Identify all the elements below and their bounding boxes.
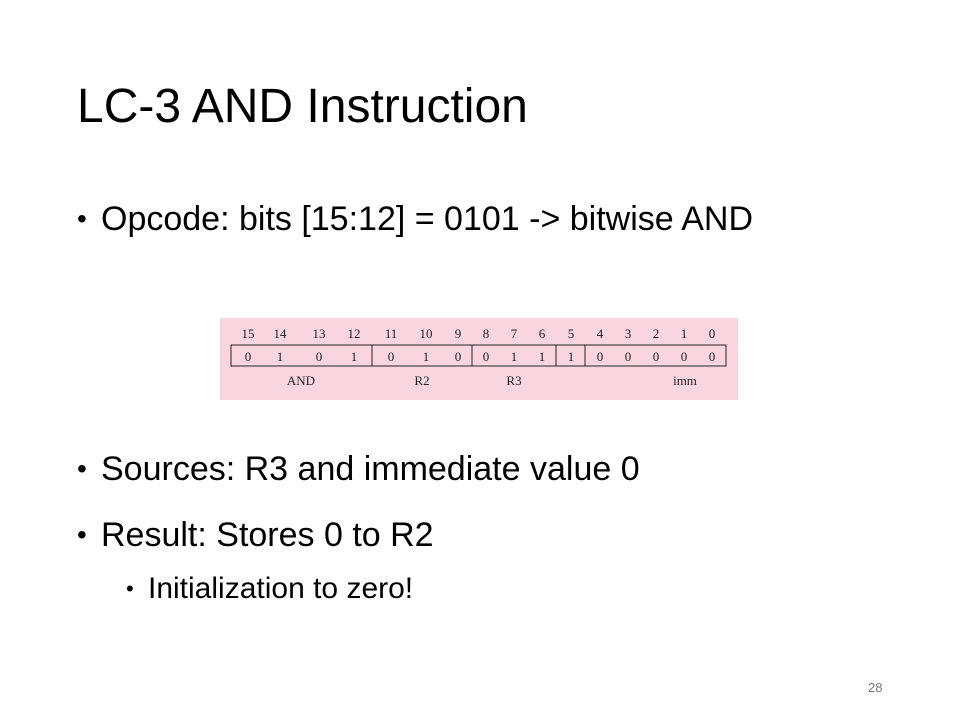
slide-title: LC-3 AND Instruction [77, 80, 528, 133]
bit-number: 2 [653, 326, 660, 341]
bullet-result: • Result: Stores 0 to R2 [77, 514, 881, 556]
bit-number: 14 [274, 326, 288, 341]
bit-number: 10 [420, 326, 433, 341]
instruction-encoding-figure: 15 14 13 12 11 10 9 8 7 6 5 4 3 2 1 0 0 … [220, 318, 738, 400]
bit-value-row: 0 1 0 1 0 1 0 0 1 1 1 0 0 0 0 0 [245, 349, 716, 364]
bit-value: 0 [625, 349, 632, 364]
bit-box [230, 344, 727, 367]
bit-value: 0 [653, 349, 660, 364]
bit-value: 0 [681, 349, 688, 364]
bit-value: 0 [388, 349, 395, 364]
bit-value: 0 [597, 349, 604, 364]
bit-number: 15 [242, 326, 255, 341]
field-label-imm: imm [673, 373, 697, 388]
bit-number: 8 [483, 326, 490, 341]
bit-value: 0 [245, 349, 252, 364]
bullet-symbol: • [77, 519, 87, 550]
bit-box-outline [230, 344, 727, 367]
bit-value: 1 [539, 349, 546, 364]
bullet-symbol: • [126, 576, 134, 601]
sub-bullet-text: Initialization to zero! [148, 572, 414, 605]
field-label-row: AND R2 R3 imm [287, 373, 697, 388]
bit-value: 1 [277, 349, 284, 364]
field-label-sr1: R3 [506, 373, 521, 388]
bit-value: 0 [483, 349, 490, 364]
bit-number: 0 [709, 326, 716, 341]
bit-number: 5 [568, 326, 575, 341]
bit-number: 9 [455, 326, 462, 341]
bullet-text: Result: Stores 0 to R2 [101, 516, 434, 554]
bit-value: 0 [455, 349, 462, 364]
page-number: 28 [868, 680, 883, 695]
bit-number: 13 [313, 326, 326, 341]
bit-number: 6 [539, 326, 546, 341]
sub-bullet-initialization: • Initialization to zero! [126, 570, 414, 608]
bit-number-row: 15 14 13 12 11 10 9 8 7 6 5 4 3 2 1 0 [242, 326, 716, 341]
field-label-opcode: AND [287, 373, 315, 388]
bullet-symbol: • [77, 453, 87, 484]
bit-value: 1 [423, 349, 430, 364]
bullet-text: Sources: R3 and immediate value 0 [101, 450, 640, 488]
bit-number: 11 [385, 326, 398, 341]
bullet-text: Opcode: bits [15:12] = 0101 -> bitwise A… [101, 200, 754, 238]
bit-value: 1 [511, 349, 518, 364]
bit-number: 3 [625, 326, 632, 341]
field-label-dr: R2 [414, 373, 429, 388]
bullet-symbol: • [77, 203, 87, 234]
bit-value: 0 [709, 349, 716, 364]
bit-number: 4 [597, 326, 604, 341]
bullet-opcode: • Opcode: bits [15:12] = 0101 -> bitwise… [77, 198, 881, 240]
bit-value: 1 [568, 349, 575, 364]
bit-value: 0 [316, 349, 323, 364]
bit-number: 12 [348, 326, 361, 341]
bit-number: 7 [511, 326, 518, 341]
bit-value: 1 [351, 349, 358, 364]
bit-number: 1 [681, 326, 688, 341]
bullet-sources: • Sources: R3 and immediate value 0 [77, 448, 881, 490]
